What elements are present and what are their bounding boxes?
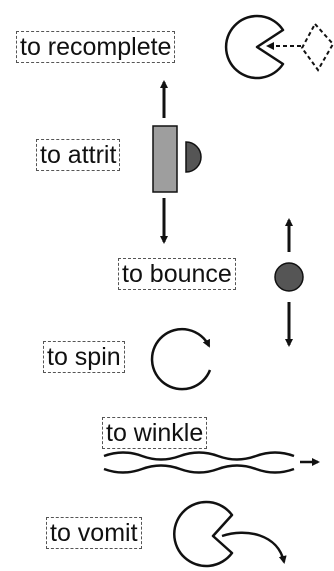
half-disc-shape xyxy=(185,141,202,173)
bounce-figure xyxy=(274,218,304,347)
winkle-figure xyxy=(103,451,320,474)
label-recomplete: to recomplete xyxy=(16,31,176,63)
attrit-figure xyxy=(152,80,202,244)
circular-arrow-icon xyxy=(150,327,212,391)
spin-figure xyxy=(150,327,212,391)
dashed-diamond-piece xyxy=(300,22,334,72)
recomplete-figure xyxy=(224,14,334,80)
label-spin: to spin xyxy=(43,341,125,373)
curved-arrow-icon xyxy=(221,531,287,564)
label-bounce: to bounce xyxy=(118,258,236,290)
pacman-shape xyxy=(173,500,234,568)
dark-ball xyxy=(274,262,304,292)
wave-line-b xyxy=(103,464,295,474)
vomit-figure xyxy=(173,500,287,568)
grey-wall xyxy=(152,125,178,193)
wave-line-a xyxy=(103,451,295,461)
label-vomit: to vomit xyxy=(46,517,142,549)
pacman-shape xyxy=(224,14,285,80)
label-winkle: to winkle xyxy=(102,417,208,449)
label-attrit: to attrit xyxy=(36,139,121,171)
